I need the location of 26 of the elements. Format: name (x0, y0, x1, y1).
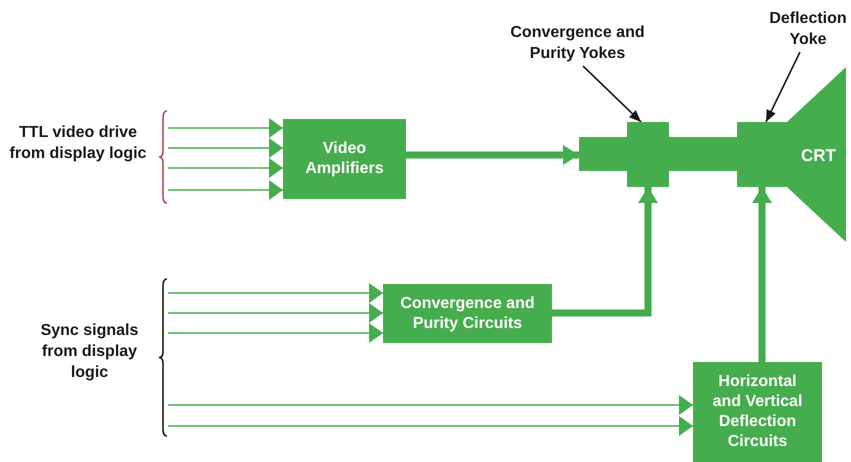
arrow (168, 416, 693, 436)
crt-label: CRT (801, 146, 836, 166)
box-label: Video Amplifiers (304, 139, 385, 179)
arrow (168, 283, 383, 303)
box-label: Convergence and Purity Circuits (399, 294, 536, 334)
arrow (168, 303, 383, 323)
arrow (168, 158, 283, 178)
process-box (693, 362, 822, 462)
box-label: Horizontal and Vertical Deflection Circuits (712, 372, 804, 452)
arrow (168, 395, 693, 415)
signal-label: Sync signals from display logic (40, 321, 140, 383)
arrow (168, 323, 383, 343)
process-box (283, 119, 406, 199)
leader-arrow (582, 65, 642, 123)
crt-neck (579, 137, 627, 171)
arrow (168, 138, 283, 158)
arrow (406, 145, 579, 165)
callout-label: Convergence and Purity Yokes (509, 23, 646, 64)
arrow (168, 180, 283, 200)
arrow (552, 187, 658, 316)
arrow (168, 118, 283, 138)
arrow (752, 187, 772, 362)
callout-label: Deflection Yoke (768, 9, 848, 50)
signal-label: TTL video drive from display logic (8, 123, 148, 164)
process-box (383, 284, 552, 343)
leader-arrow (765, 52, 801, 122)
